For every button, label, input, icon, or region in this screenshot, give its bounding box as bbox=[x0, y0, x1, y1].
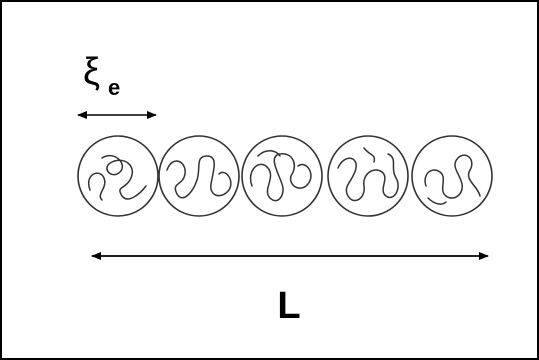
blob-circle bbox=[327, 135, 409, 217]
blob-circle bbox=[241, 135, 323, 217]
blob-circle bbox=[411, 135, 493, 217]
polymer-coil bbox=[166, 155, 232, 199]
chain-length-label: L bbox=[277, 285, 300, 327]
polymer-coil bbox=[249, 150, 312, 202]
blob-circle bbox=[158, 135, 240, 217]
xi-symbol-label: ξ bbox=[83, 51, 100, 93]
polymer-coil bbox=[424, 154, 481, 205]
xi-subscript-label: e bbox=[108, 75, 120, 100]
polymer-coil bbox=[337, 147, 399, 202]
blob-chain bbox=[77, 135, 493, 217]
polymer-coil bbox=[87, 154, 147, 201]
blob-circle bbox=[77, 135, 159, 217]
